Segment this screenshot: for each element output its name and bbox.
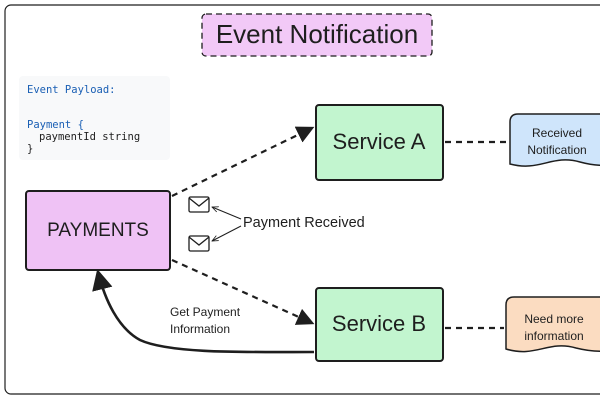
need-more-information-node: Need more information	[505, 296, 600, 353]
event-payload-background	[19, 76, 170, 160]
service-a-node-shape	[315, 104, 444, 181]
diagram-title: Event Notification	[216, 19, 418, 49]
need-more-information-line-2: information	[524, 329, 583, 343]
received-notification-line-1: Received	[532, 126, 582, 140]
service-b-node: Service B	[315, 287, 444, 362]
pointer-to-envelope-top	[212, 207, 242, 220]
need-more-information-shape	[505, 296, 600, 353]
need-more-information-line-1: Need more	[524, 312, 584, 326]
get-payment-information-line-1: Get Payment	[170, 305, 241, 319]
title-box-shape	[201, 13, 433, 57]
pointer-to-envelope-bottom	[212, 225, 242, 241]
envelope-icon	[188, 235, 210, 252]
payments-node-label: PAYMENTS	[47, 220, 149, 241]
payments-node: PAYMENTS	[25, 190, 171, 271]
service-b-node-label: Service B	[332, 311, 426, 336]
title-box: Event Notification	[201, 13, 433, 57]
received-notification-line-2: Notification	[527, 143, 586, 157]
received-notification-node: Received Notification	[509, 113, 600, 167]
payload-heading: Event Payload:	[27, 84, 116, 96]
service-a-node: Service A	[315, 104, 444, 181]
service-b-node-shape	[315, 287, 444, 362]
arrow-payments-to-service-a	[171, 126, 315, 197]
arrow-service-b-to-payments	[92, 268, 315, 354]
payment-received-label: Payment Received	[243, 215, 365, 231]
envelope-icon	[188, 196, 210, 213]
payload-line-1: Payment {	[27, 119, 84, 131]
service-a-node-label: Service A	[333, 129, 426, 154]
outer-frame	[4, 4, 600, 395]
payload-line-2: paymentId string	[39, 131, 140, 143]
get-payment-information-line-2: Information	[170, 322, 230, 336]
received-notification-shape	[509, 113, 600, 167]
arrow-payments-to-service-b	[171, 258, 315, 325]
payload-line-3: }	[27, 143, 33, 155]
event-payload-card: Event Payload: Payment { paymentId strin…	[19, 76, 170, 160]
